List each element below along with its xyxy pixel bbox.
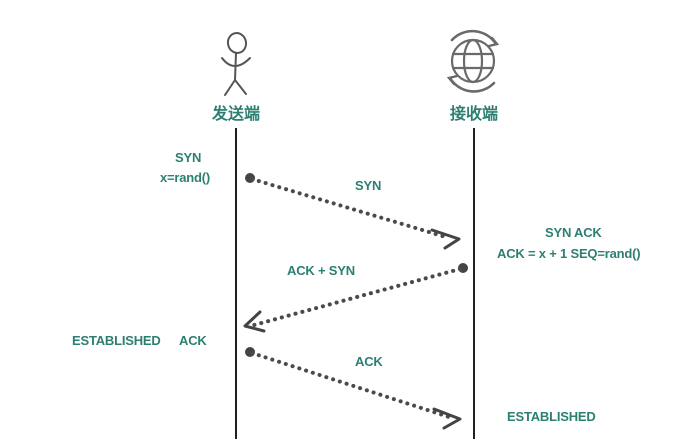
ack-syn-message-label: ACK + SYN	[287, 263, 355, 278]
sender-established-label: ESTABLISHED	[72, 333, 161, 348]
ack-message-label: ACK	[355, 354, 383, 369]
syn-message-label: SYN	[355, 178, 382, 193]
syn-arrow	[245, 173, 461, 250]
sender-syn-label: SYN	[175, 150, 202, 165]
sender-seq-label: x=rand()	[160, 170, 211, 185]
sender-name: 发送端	[211, 104, 261, 123]
receiver-syn-ack-label: SYN ACK	[545, 225, 602, 240]
receiver-name: 接收端	[449, 104, 499, 123]
globe-icon	[446, 29, 500, 93]
receiver-ack-seq-label: ACK = x + 1 SEQ=rand()	[497, 246, 641, 261]
receiver-established-label: ESTABLISHED	[507, 409, 596, 424]
sender-ack-label: ACK	[179, 333, 207, 348]
person-icon	[221, 32, 251, 96]
ack-syn-arrow	[243, 263, 468, 333]
ack-arrow	[245, 347, 462, 430]
